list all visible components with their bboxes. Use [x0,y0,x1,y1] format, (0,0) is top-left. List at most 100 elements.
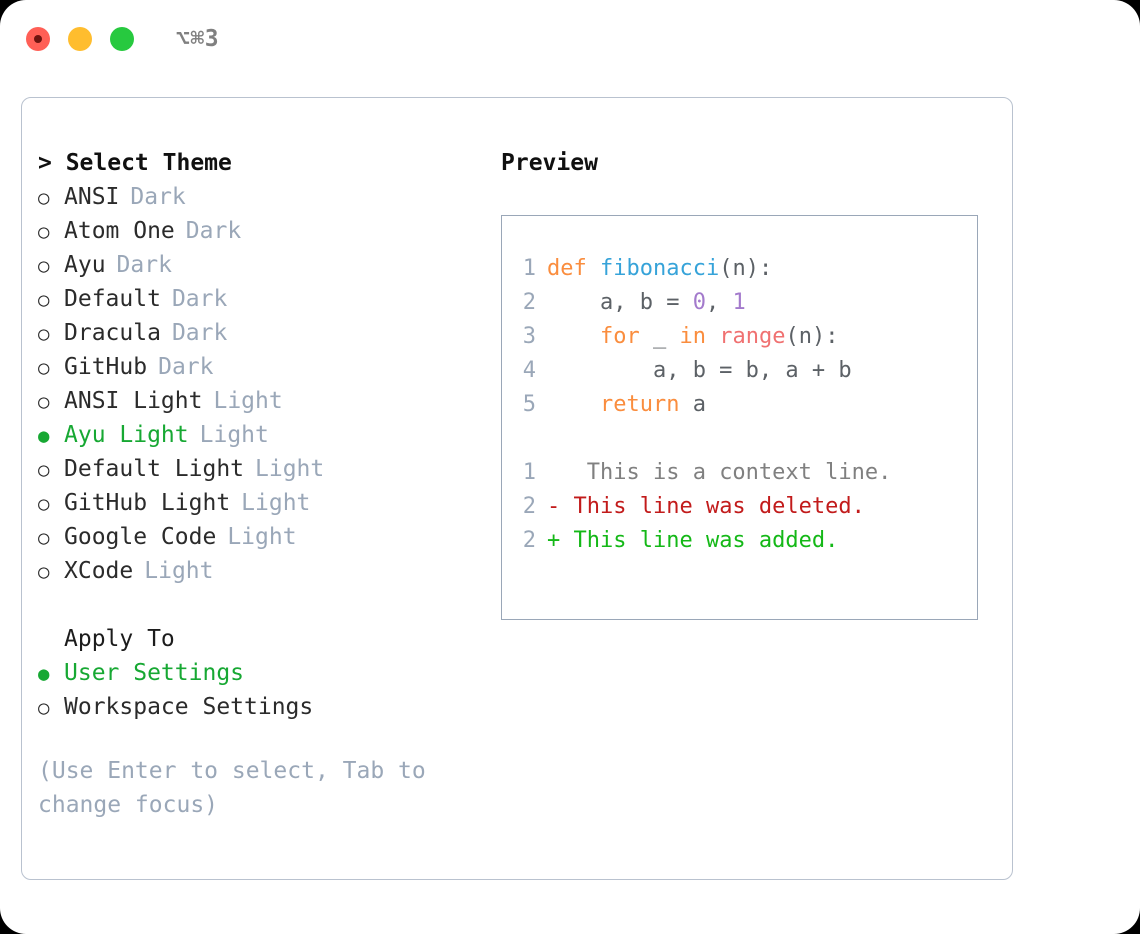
keyboard-shortcut-label: ⌥⌘3 [176,26,220,52]
code-line-content: def fibonacci(n): [547,252,772,286]
theme-variant-tag: Dark [171,320,228,346]
theme-option-ansi-light[interactable]: ○ ANSI Light Light [38,384,488,418]
radio-unselected-icon: ○ [38,493,50,515]
code-token-id: _ [639,324,680,349]
code-line-content: return a [547,388,706,422]
code-token-id [706,324,719,349]
code-line: 1 def fibonacci(n): [502,252,977,286]
code-token-id [587,256,600,281]
theme-variant-tag: Dark [171,286,228,312]
theme-variant-tag: Dark [130,184,186,210]
radio-unselected-icon: ○ [38,391,50,413]
minimize-button[interactable] [68,27,92,51]
diff-marker [547,460,560,485]
diff-line-text: This line was added. [560,528,839,553]
code-token-kw: for [599,324,640,349]
radio-selected-icon: ● [38,425,50,447]
diff-line-content: This is a context line. [547,456,892,490]
help-text: (Use Enter to select, Tab to change focu… [38,758,426,818]
code-line: 4 a, b = b, a + b [502,354,977,388]
theme-variant-tag: Dark [116,252,172,278]
close-button[interactable] [26,27,50,51]
code-token-id: a, b = b, a + b [547,358,852,383]
apply-option-label: Workspace Settings [64,694,314,720]
theme-option-xcode[interactable]: ○ XCode Light [38,554,488,588]
theme-option-github-light[interactable]: ○ GitHub Light Light [38,486,488,520]
select-theme-header: > Select Theme [38,150,232,176]
code-token-call: range [719,324,786,349]
apply-option-user-settings[interactable]: ● User Settings [38,656,488,690]
maximize-button[interactable] [110,27,134,51]
line-number: 3 [522,324,536,349]
theme-option-label: ANSI Light [64,388,203,414]
radio-selected-icon: ● [38,663,50,685]
theme-option-label: Atom One [64,218,175,244]
diff-line-text: This is a context line. [560,460,892,485]
line-number: 5 [522,392,536,417]
code-line: 2 a, b = 0, 1 [502,286,977,320]
theme-option-ansi[interactable]: ○ ANSI Dark [38,180,488,214]
radio-unselected-icon: ○ [38,289,50,311]
theme-option-label: ANSI [64,184,120,210]
code-diff-separator [502,422,977,456]
radio-unselected-icon: ○ [38,187,50,209]
code-token-num: 0 [692,290,706,315]
apply-option-workspace-settings[interactable]: ○Workspace Settings [38,690,488,724]
theme-option-label: Ayu [64,252,106,278]
theme-option-label: Ayu Light [64,422,189,448]
theme-option-label: GitHub Light [64,490,231,516]
line-number: 2 [522,494,536,519]
code-token-kw: def [547,256,587,281]
theme-variant-tag: Light [255,456,325,482]
theme-option-atom-one[interactable]: ○ Atom One Dark [38,214,488,248]
theme-variant-tag: Light [199,422,269,448]
apply-to-header: Apply To [64,626,175,652]
window-controls [26,27,134,51]
theme-variant-tag: Light [241,490,311,516]
theme-variant-tag: Dark [185,218,242,244]
radio-unselected-icon: ○ [38,255,50,277]
code-token-fn: fibonacci [600,256,720,281]
apply-to-list: ● User Settings ○Workspace Settings [38,656,488,724]
code-line-content: a, b = b, a + b [547,354,852,388]
code-token-id: a [679,392,706,417]
radio-unselected-icon: ○ [38,459,50,481]
theme-option-label: XCode [64,558,134,584]
theme-variant-tag: Light [144,558,214,584]
code-line: 3 for _ in range(n): [502,320,977,354]
code-line: 5 return a [502,388,977,422]
code-token-punct: (n): [719,256,773,281]
theme-option-ayu[interactable]: ○ Ayu Dark [38,248,488,282]
radio-unselected-icon: ○ [38,561,50,583]
line-number: 1 [522,460,536,485]
code-token-id [547,392,600,417]
title-bar: ⌥⌘3 [0,0,1140,78]
diff-line-content: + This line was added. [547,524,838,558]
preview-header: Preview [501,150,598,176]
code-token-kw: in [679,324,706,349]
theme-variant-tag: Light [213,388,283,414]
diff-line-del: 2- This line was deleted. [502,490,977,524]
code-token-kw: return [599,392,680,417]
line-number: 4 [522,358,536,383]
theme-option-ayu-light[interactable]: ● Ayu Light Light [38,418,488,452]
line-number: 1 [522,256,536,281]
code-line-content: for _ in range(n): [547,320,838,354]
theme-variant-tag: Dark [158,354,214,380]
apply-option-label: User Settings [64,660,245,686]
diff-line-text: This line was deleted. [560,494,865,519]
radio-unselected-icon: ○ [38,221,50,243]
line-number: 2 [522,290,536,315]
theme-variant-tag: Light [227,524,297,550]
